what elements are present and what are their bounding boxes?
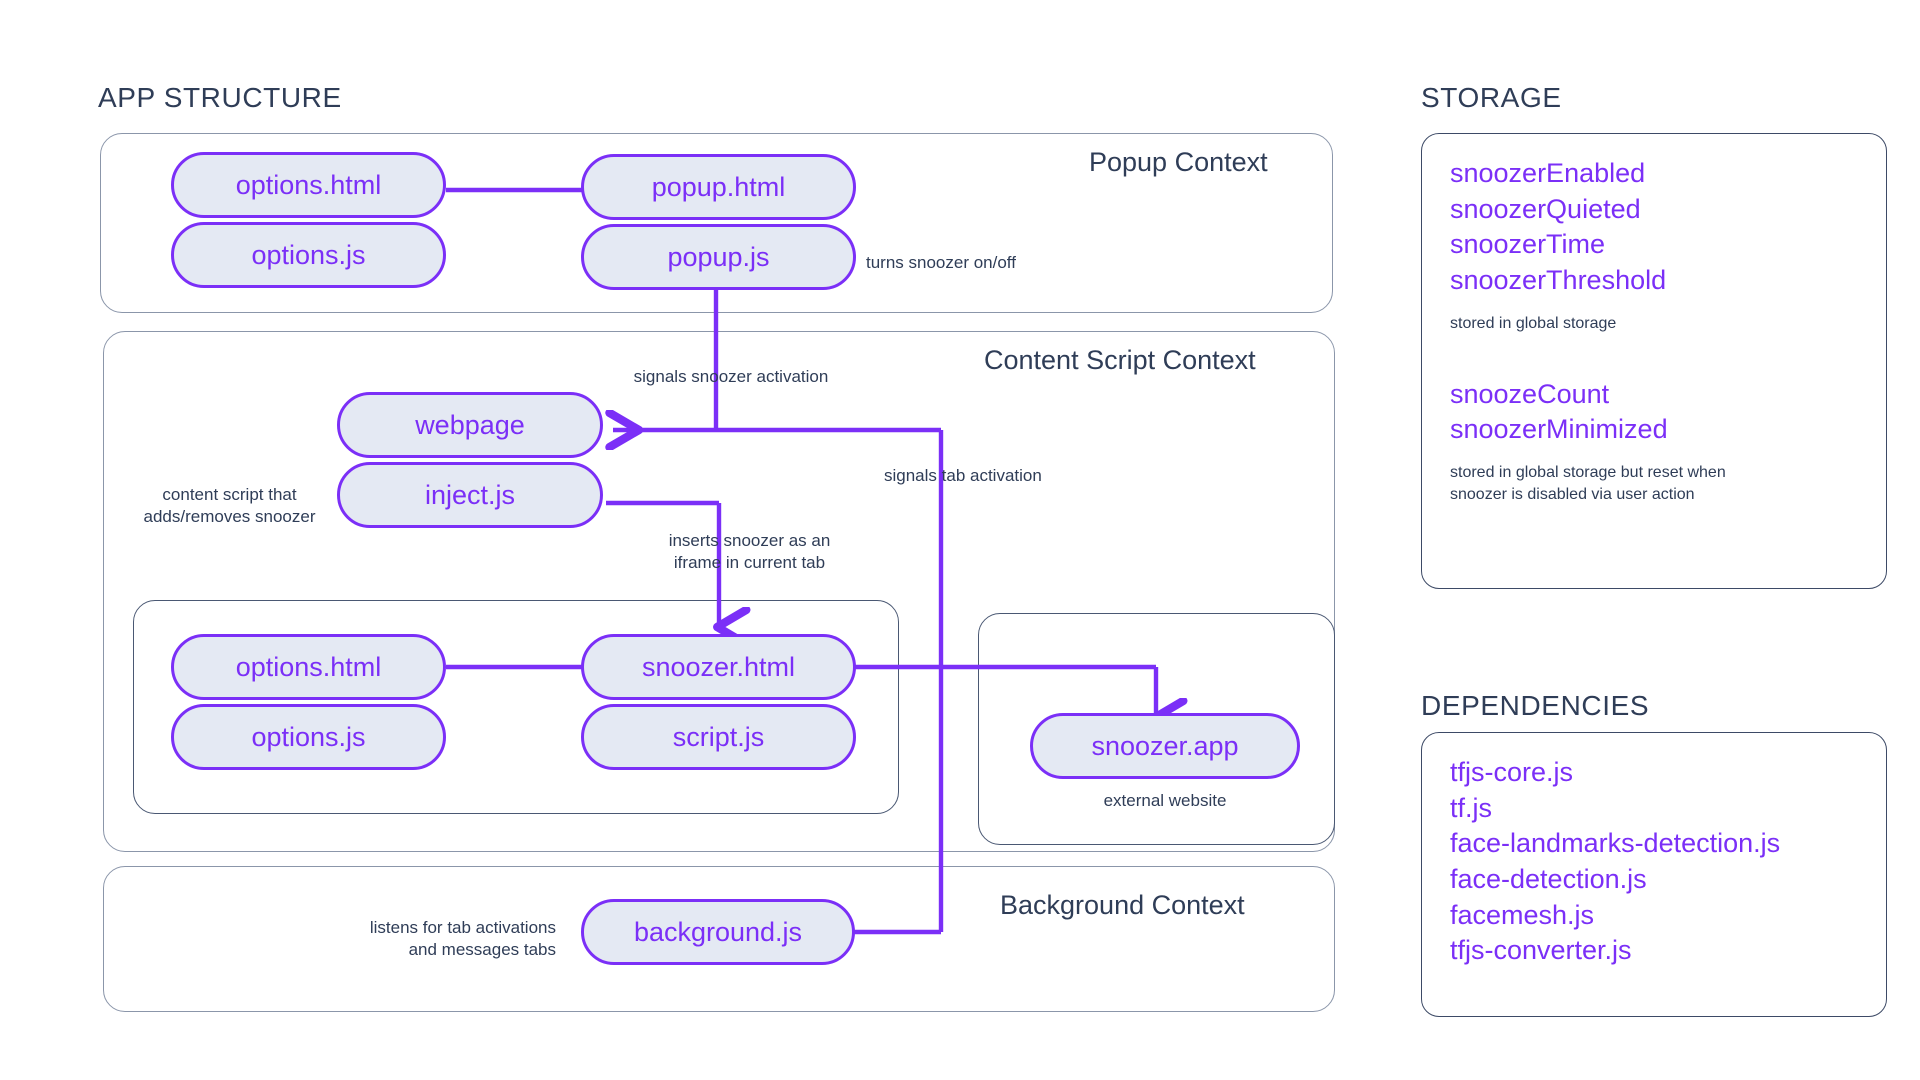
heading-app-structure: APP STRUCTURE [98, 82, 342, 113]
storage-key: snoozerThreshold [1450, 264, 1667, 295]
context-box-content-script [103, 331, 1335, 852]
note-background-js: listens for tab activations and messages… [369, 918, 556, 960]
storage-group-reset: snoozeCount snoozerMinimized stored in g… [1450, 377, 1872, 506]
storage-caption: stored in global storage [1450, 314, 1617, 332]
node-script-js[interactable]: script.js [581, 704, 856, 770]
note-signals-tab: signals tab activation [884, 466, 1042, 485]
context-title-popup: Popup Context [1089, 147, 1268, 177]
note-popup-js: turns snoozer on/off [866, 253, 1016, 272]
node-popup-options-html[interactable]: options.html [171, 152, 446, 218]
note-inserts-iframe: inserts snoozer as an iframe in current … [668, 531, 831, 573]
note-content-script: content script that adds/removes snoozer [143, 485, 316, 527]
dependency-item: face-landmarks-detection.js [1450, 828, 1781, 859]
context-box-external-site [978, 613, 1335, 845]
node-background-js[interactable]: background.js [581, 899, 855, 965]
node-snoozer-app[interactable]: snoozer.app [1030, 713, 1300, 779]
dependency-item: facemesh.js [1450, 899, 1595, 930]
context-box-snoozer-iframe [133, 600, 899, 814]
dependency-item: tfjs-core.js [1450, 757, 1574, 787]
dependencies-content: tfjs-core.js tf.js face-landmarks-detect… [1450, 755, 1872, 969]
note-signals-activation: signals snoozer activation [633, 367, 829, 386]
node-snoozer-options-html[interactable]: options.html [171, 634, 446, 700]
storage-key: snoozerMinimized [1450, 414, 1668, 445]
node-popup-html[interactable]: popup.html [581, 154, 856, 220]
node-inject-js[interactable]: inject.js [337, 462, 603, 528]
storage-key: snoozerQuieted [1450, 193, 1641, 224]
node-snoozer-html[interactable]: snoozer.html [581, 634, 856, 700]
node-snoozer-options-js[interactable]: options.js [171, 704, 446, 770]
node-popup-js[interactable]: popup.js [581, 224, 856, 290]
dependency-item: tf.js [1450, 792, 1493, 823]
panel-storage: snoozerEnabled snoozerQuieted snoozerTim… [1421, 133, 1887, 589]
context-title-background: Background Context [1000, 890, 1245, 920]
storage-group-global: snoozerEnabled snoozerQuieted snoozerTim… [1450, 156, 1872, 335]
heading-storage: STORAGE [1421, 82, 1562, 113]
storage-caption: stored in global storage but reset when … [1450, 463, 1726, 503]
storage-key: snoozeCount [1450, 378, 1610, 409]
dependency-item: face-detection.js [1450, 863, 1647, 894]
storage-content: snoozerEnabled snoozerQuieted snoozerTim… [1450, 156, 1872, 506]
context-box-background [103, 866, 1335, 1012]
dependency-item: tfjs-converter.js [1450, 935, 1632, 966]
node-popup-options-js[interactable]: options.js [171, 222, 446, 288]
heading-dependencies: DEPENDENCIES [1421, 690, 1650, 721]
panel-dependencies: tfjs-core.js tf.js face-landmarks-detect… [1421, 732, 1887, 1017]
node-webpage[interactable]: webpage [337, 392, 603, 458]
storage-key: snoozerTime [1450, 229, 1606, 260]
storage-key: snoozerEnabled [1450, 158, 1646, 188]
context-title-content-script: Content Script Context [984, 345, 1256, 375]
note-external-website: external website [1103, 791, 1227, 810]
